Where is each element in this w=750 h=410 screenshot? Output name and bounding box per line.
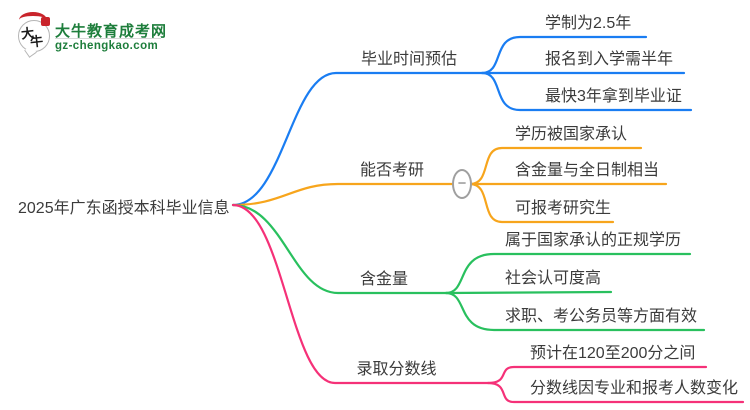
child-topic[interactable]: 报名到入学需半年 [545,51,674,68]
logo-divider [55,38,161,39]
child-topic[interactable]: 含金量与全日制相当 [515,162,660,179]
connector-line [231,71,484,207]
branch-topic[interactable]: 毕业时间预估 [360,51,457,68]
connector-line [468,146,643,186]
logo-title: 大牛教育成考网 [55,23,168,40]
connector-line [480,71,693,112]
logo-red-arc-icon [19,12,47,28]
connector-line [231,203,448,295]
logo-seal-icon [41,17,50,26]
connector-line [231,203,490,385]
connector-line [468,182,615,224]
connector-line [486,381,745,404]
connector-line [444,290,613,295]
collapse-button[interactable]: − [452,169,472,199]
child-topic[interactable]: 社会认可度高 [505,270,602,287]
site-logo: 大 牛 大牛教育成考网 gz-chengkao.com [0,0,200,70]
child-topic[interactable]: 学历被国家承认 [515,126,628,143]
child-topic[interactable]: 求职、考公务员等方面有效 [505,308,698,325]
connector-line [444,291,706,332]
connector-line [444,252,692,295]
branch-topic[interactable]: 录取分数线 [356,361,437,378]
child-topic[interactable]: 属于国家承认的正规学历 [505,232,682,249]
child-topic[interactable]: 可报考研究生 [515,200,612,217]
child-topic[interactable]: 最快3年拿到毕业证 [545,88,682,105]
logo-character-2: 牛 [29,33,44,50]
connector-line [480,35,648,75]
branch-topic[interactable]: 能否考研 [359,162,424,179]
child-topic[interactable]: 学制为2.5年 [545,15,632,32]
child-topic[interactable]: 分数线因专业和报考人数变化 [530,380,739,397]
logo-url: gz-chengkao.com [55,40,159,52]
root-topic[interactable]: 2025年广东函授本科毕业信息 [18,200,230,217]
child-topic[interactable]: 预计在120至200分之间 [530,345,696,362]
connector-line [231,182,456,207]
branch-topic[interactable]: 含金量 [359,271,408,288]
